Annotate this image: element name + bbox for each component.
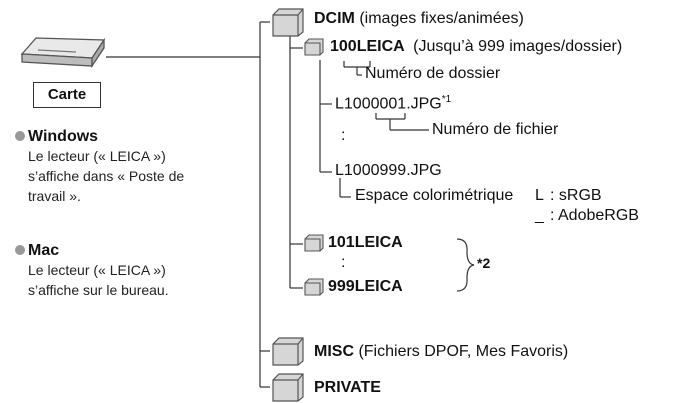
mac-title: Mac: [28, 242, 60, 259]
windows-line: travail ».: [28, 188, 81, 204]
dcim-folder-label: DCIM (images fixes/animées): [314, 10, 524, 27]
windows-section: Windows Le lecteur (« LEICA ») s’affiche…: [15, 127, 184, 206]
folder-icon: [272, 8, 304, 37]
folder-icon: [304, 278, 324, 296]
footnote-2-marker: *2: [477, 255, 491, 271]
color-space-u-key: _: [535, 207, 544, 224]
folder-number-label: Numéro de dossier: [365, 65, 501, 82]
folder-101leica-label: 101LEICA: [328, 234, 403, 251]
private-folder-label: PRIVATE: [314, 379, 381, 396]
last-file-label: L1000999.JPG: [335, 162, 442, 179]
mac-section: Mac Le lecteur (« LEICA ») s’affiche sur…: [15, 241, 169, 300]
color-space-srgb: : sRGB: [550, 187, 602, 204]
first-file-label: L1000001.JPG*1: [335, 94, 452, 113]
color-space-l-key: L: [535, 187, 544, 204]
folder-icon: [304, 234, 324, 252]
windows-line: Le lecteur (« LEICA »): [28, 148, 166, 164]
folder-icon: [272, 337, 304, 366]
ellipsis-colon: :: [341, 254, 346, 271]
bullet-icon: [15, 131, 25, 141]
mac-line: Le lecteur (« LEICA »): [28, 262, 166, 278]
ellipsis-colon: :: [341, 127, 346, 144]
misc-folder-label: MISC (Fichiers DPOF, Mes Favoris): [314, 343, 569, 360]
bullet-icon: [15, 245, 25, 255]
card-reader-icon: [20, 37, 106, 69]
folder-100leica-label: 100LEICA (Jusqu’à 999 images/dossier): [330, 38, 623, 55]
windows-line: s’affiche dans « Poste de: [28, 168, 185, 184]
color-space-label: Espace colorimétrique: [355, 187, 514, 204]
windows-title: Windows: [28, 128, 99, 145]
file-number-label: Numéro de fichier: [432, 121, 559, 138]
mac-line: s’affiche sur le bureau.: [28, 282, 169, 298]
folder-icon: [272, 373, 304, 402]
card-label: Carte: [33, 82, 101, 108]
folder-icon: [304, 38, 324, 56]
color-space-adobergb: : AdobeRGB: [550, 207, 639, 224]
folder-999leica-label: 999LEICA: [328, 278, 403, 295]
